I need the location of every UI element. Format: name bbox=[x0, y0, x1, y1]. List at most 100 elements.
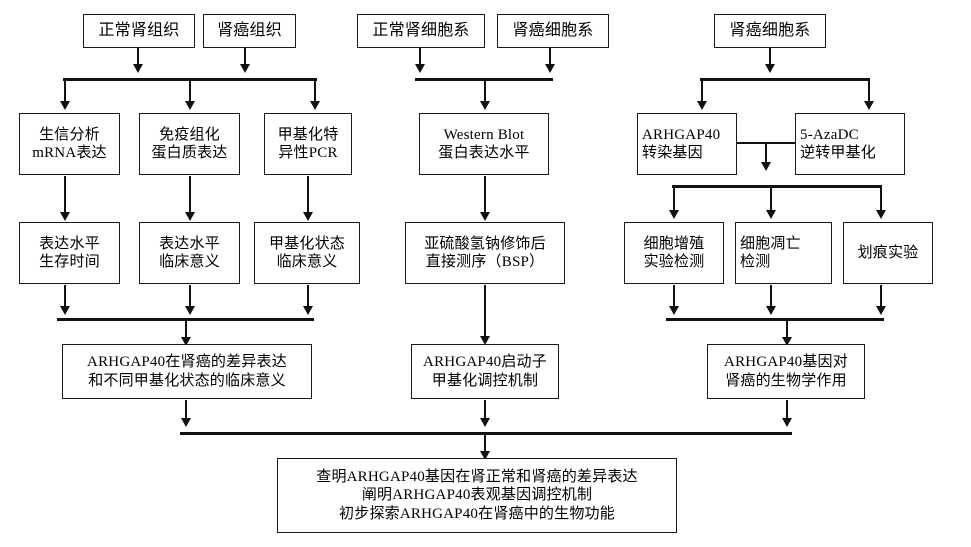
node-proliferation-assay[interactable]: 细胞增殖 实验检测 bbox=[624, 222, 724, 284]
connector-bsp-down bbox=[484, 285, 486, 337]
node-apoptosis-assay[interactable]: 细胞凋亡 检测 bbox=[735, 222, 832, 284]
node-methylation-clinical[interactable]: 甲基化状态 临床意义 bbox=[254, 222, 360, 284]
arrowhead-scratch-down bbox=[876, 306, 886, 315]
connector-methylation-clinical-down bbox=[307, 285, 309, 307]
node-expression-clinical[interactable]: 表达水平 临床意义 bbox=[139, 222, 240, 284]
node-label-line2: 异性PCR bbox=[278, 145, 338, 161]
node-label-line1: Western Blot bbox=[443, 126, 525, 143]
node-label-line3: 初步探索ARHGAP40在肾癌中的生物功能 bbox=[339, 505, 615, 522]
arrowhead-bus-to-ihc bbox=[185, 101, 195, 110]
node-label-line2: 蛋白表达水平 bbox=[438, 145, 530, 161]
arrowhead-cancer-cellline-right-down bbox=[765, 64, 775, 73]
node-ihc-protein[interactable]: 免疫组化 蛋白质表达 bbox=[139, 113, 240, 175]
connector-cancer-cellline-mid-down bbox=[549, 48, 551, 65]
node-label-line2: 逆转甲基化 bbox=[800, 145, 877, 161]
bus-biological-function bbox=[666, 318, 884, 321]
node-msp-pcr[interactable]: 甲基化特 异性PCR bbox=[264, 113, 352, 175]
bus-cellline-group bbox=[415, 78, 553, 81]
arrowhead-bsp-down bbox=[480, 336, 490, 345]
node-normal-kidney-tissue[interactable]: 正常肾组织 bbox=[83, 14, 195, 48]
node-label-line1: ARHGAP40基因对 bbox=[724, 354, 848, 371]
node-label-line1: 生信分析 bbox=[39, 126, 100, 143]
node-normal-kidney-cell-line[interactable]: 正常肾细胞系 bbox=[357, 14, 485, 48]
connector-scratch-down bbox=[880, 285, 882, 307]
node-label: 正常肾细胞系 bbox=[372, 22, 470, 40]
node-label-line2: 和不同甲基化状态的临床意义 bbox=[88, 372, 286, 389]
node-label-line1: 甲基化状态 bbox=[268, 235, 345, 252]
arrowhead-bus-to-conclusion-biology bbox=[782, 337, 792, 346]
connector-normal-tissue-down bbox=[137, 48, 139, 65]
connector-bus-to-western-blot bbox=[484, 80, 486, 102]
node-bsp-sequencing[interactable]: 亚硫酸氢钠修饰后 直接测序（BSP） bbox=[405, 222, 565, 284]
node-label-line2: 肾癌的生物学作用 bbox=[725, 372, 847, 389]
arrowhead-bus-to-western-blot bbox=[480, 101, 490, 110]
node-kidney-cancer-cell-line-right[interactable]: 肾癌细胞系 bbox=[714, 14, 826, 48]
arrowhead-bus-to-transfect bbox=[697, 101, 707, 110]
node-label-line2: 直接测序（BSP） bbox=[425, 254, 545, 270]
node-label-line1: 划痕实验 bbox=[857, 244, 919, 261]
bus-final-goal bbox=[180, 432, 792, 435]
connector-transfect-azadc-down bbox=[765, 143, 767, 163]
connector-bus-to-transfect bbox=[701, 80, 703, 102]
arrowhead-western-blot-down bbox=[480, 212, 490, 221]
connector-proliferation-down bbox=[673, 285, 675, 307]
node-label-line1: 免疫组化 bbox=[159, 126, 220, 143]
arrowhead-conclusion-expression-down bbox=[181, 418, 191, 427]
connector-expression-clinical-down bbox=[189, 285, 191, 307]
node-scratch-assay[interactable]: 划痕实验 bbox=[843, 222, 933, 284]
connector-conclusion-promoter-down bbox=[484, 400, 486, 419]
node-label-line2: mRNA表达 bbox=[32, 145, 107, 161]
node-label-line1: 表达水平 bbox=[39, 235, 100, 252]
bus-tissue-group bbox=[63, 78, 317, 81]
connector-bus-to-bioinformatics bbox=[64, 80, 66, 102]
bus-right-group bbox=[700, 78, 870, 81]
connector-bus-to-azadc bbox=[868, 80, 870, 102]
node-bioinformatics-mrna[interactable]: 生信分析 mRNA表达 bbox=[19, 113, 120, 175]
node-kidney-cancer-cell-line-middle[interactable]: 肾癌细胞系 bbox=[497, 14, 609, 48]
connector-western-blot-down bbox=[484, 176, 486, 213]
connector-bioinformatics-down bbox=[64, 176, 66, 213]
node-label-line1: 5-AzaDC bbox=[800, 126, 859, 143]
node-label-line1: ARHGAP40 bbox=[642, 126, 721, 143]
node-label-line2: 甲基化调控机制 bbox=[431, 372, 539, 389]
arrowhead-bus-to-final-goal bbox=[480, 451, 490, 460]
connector-bus-to-proliferation bbox=[673, 187, 675, 211]
node-kidney-cancer-tissue[interactable]: 肾癌组织 bbox=[203, 14, 296, 48]
node-conclusion-promoter[interactable]: ARHGAP40启动子 甲基化调控机制 bbox=[411, 344, 559, 399]
connector-apoptosis-down bbox=[770, 285, 772, 307]
node-arhgap40-transfect[interactable]: ARHGAP40 转染基因 bbox=[637, 113, 737, 175]
node-label-line2: 实验检测 bbox=[643, 254, 705, 270]
node-conclusion-biology[interactable]: ARHGAP40基因对 肾癌的生物学作用 bbox=[707, 344, 865, 399]
connector-bus-to-apoptosis bbox=[770, 187, 772, 211]
node-final-goal[interactable]: 查明ARHGAP40基因在肾正常和肾癌的差异表达 阐明ARHGAP40表观基因调… bbox=[277, 458, 677, 533]
connector-bus-to-scratch bbox=[880, 187, 882, 211]
arrowhead-bus-to-scratch bbox=[876, 210, 886, 219]
arrowhead-bioinformatics-down bbox=[60, 212, 70, 221]
connector-bus-to-conclusion-expression bbox=[185, 320, 187, 338]
connector-msp-down bbox=[307, 176, 309, 213]
node-western-blot[interactable]: Western Blot 蛋白表达水平 bbox=[419, 113, 549, 175]
connector-bus-to-ihc bbox=[189, 80, 191, 102]
arrowhead-cancer-cellline-mid-down bbox=[545, 64, 555, 73]
connector-normal-cellline-down bbox=[419, 48, 421, 65]
connector-bus-to-final-goal bbox=[484, 434, 486, 452]
arrowhead-expression-clinical-down bbox=[185, 306, 195, 315]
arrowhead-bus-to-azadc bbox=[864, 101, 874, 110]
connector-conclusion-expression-down bbox=[185, 400, 187, 419]
connector-cancer-tissue-down bbox=[244, 48, 246, 65]
node-label-line2: 临床意义 bbox=[276, 254, 338, 270]
node-conclusion-expression[interactable]: ARHGAP40在肾癌的差异表达 和不同甲基化状态的临床意义 bbox=[62, 344, 312, 399]
connector-bus-to-conclusion-biology bbox=[786, 320, 788, 338]
node-label-line1: 查明ARHGAP40基因在肾正常和肾癌的差异表达 bbox=[316, 469, 638, 486]
arrowhead-proliferation-down bbox=[669, 306, 679, 315]
arrowhead-ihc-down bbox=[185, 212, 195, 221]
node-label: 正常肾组织 bbox=[98, 22, 180, 40]
arrowhead-conclusion-biology-down bbox=[782, 418, 792, 427]
arrowhead-bus-to-conclusion-expression bbox=[181, 337, 191, 346]
bus-cell-experiments bbox=[672, 185, 882, 188]
node-expression-survival[interactable]: 表达水平 生存时间 bbox=[19, 222, 120, 284]
arrowhead-bus-to-apoptosis bbox=[766, 210, 776, 219]
node-azadc-demethylation[interactable]: 5-AzaDC 逆转甲基化 bbox=[795, 113, 905, 175]
arrowhead-expression-survival-down bbox=[60, 306, 70, 315]
arrowhead-bus-to-bioinformatics bbox=[60, 101, 70, 110]
